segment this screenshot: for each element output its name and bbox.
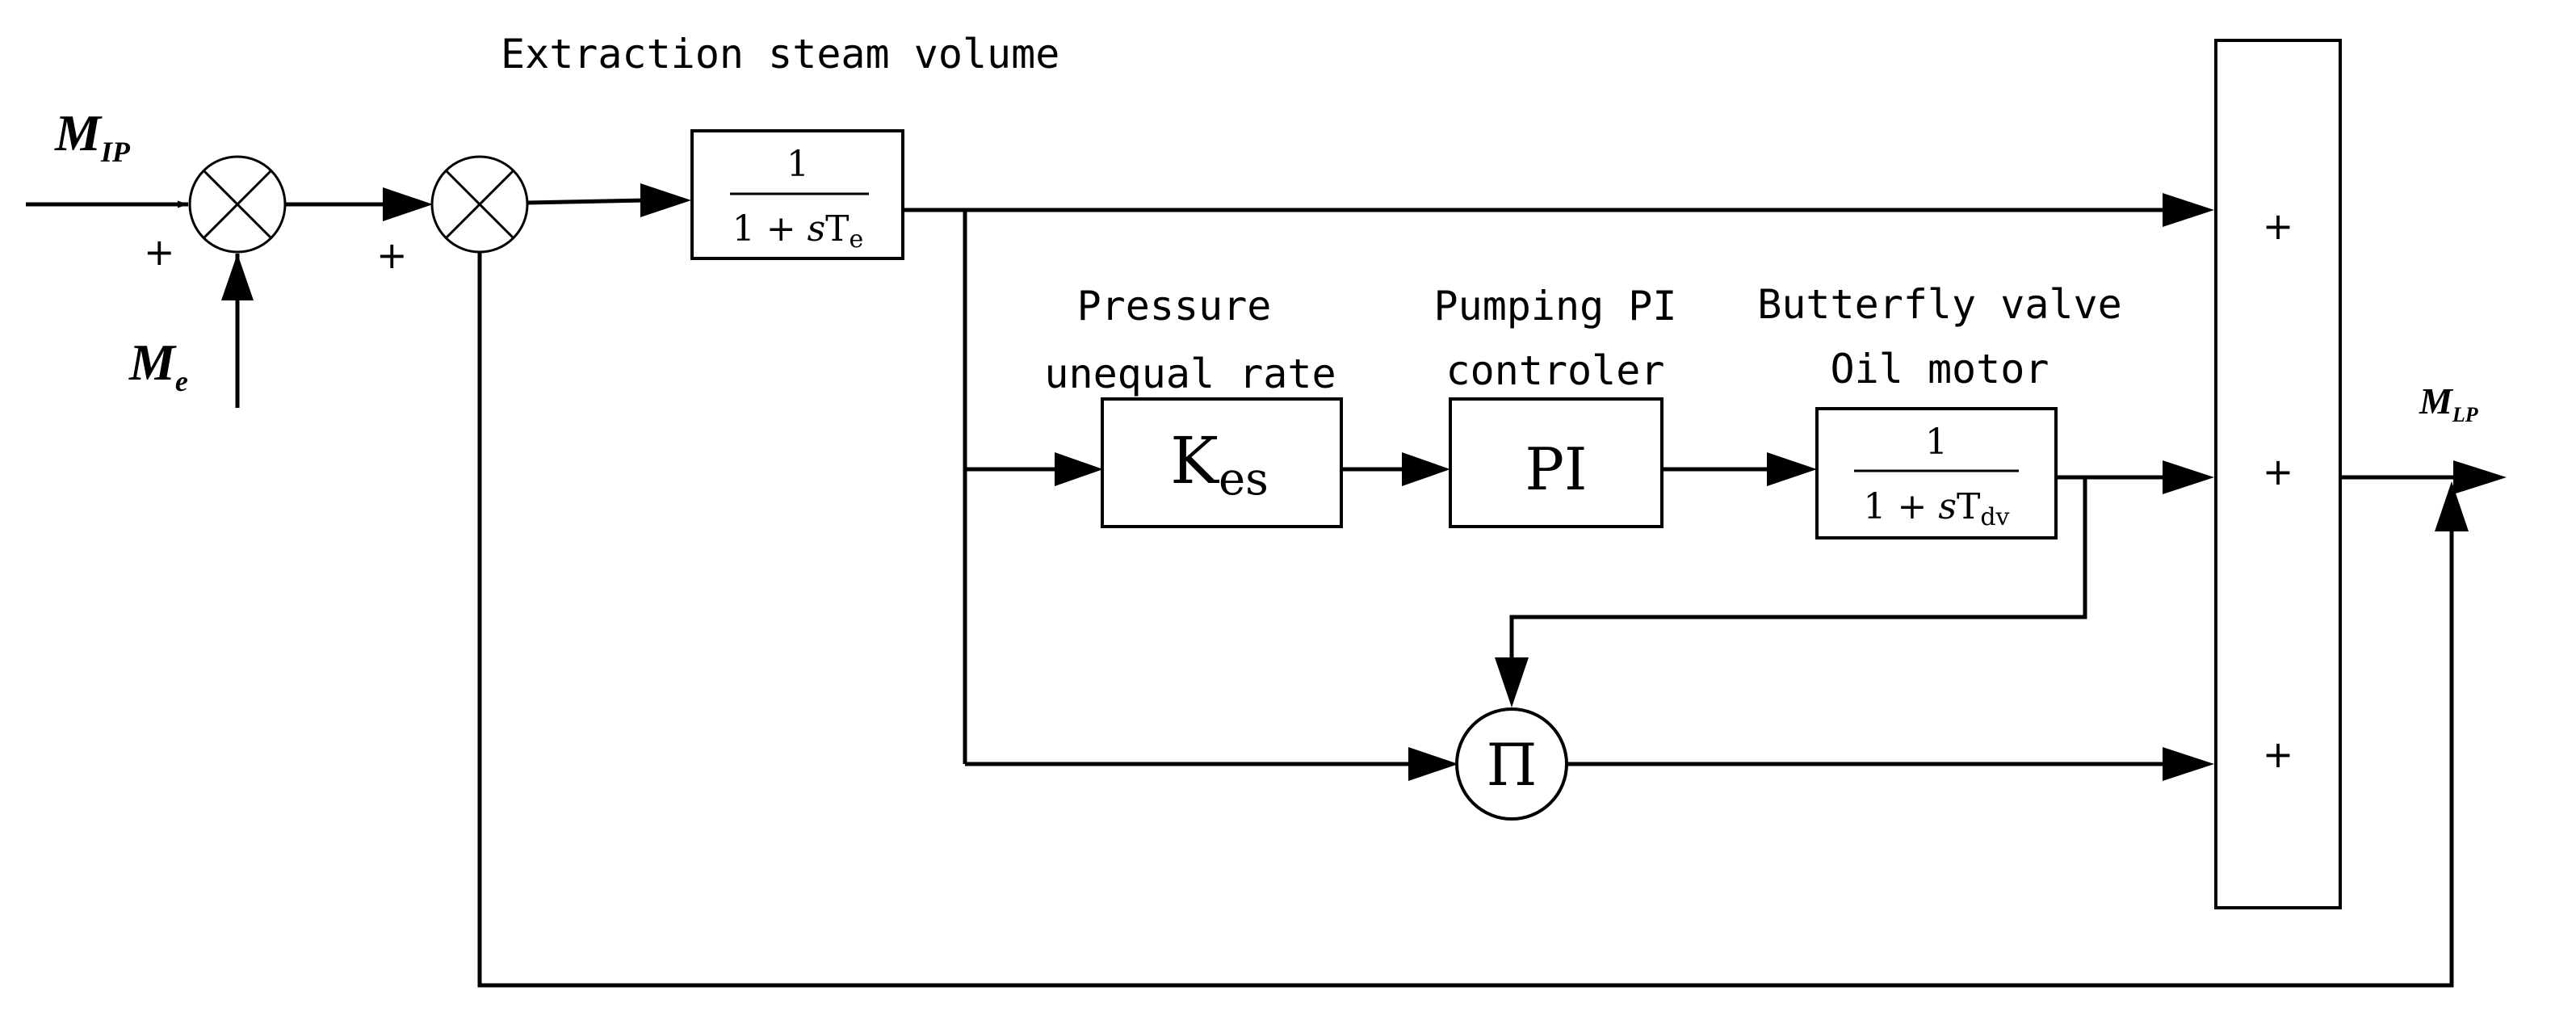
svg-text:1: 1 bbox=[1925, 422, 1948, 463]
tdv-to-adder-arrowhead bbox=[2163, 460, 2214, 494]
extraction-title: Extraction steam volume bbox=[501, 31, 1059, 78]
input-e-label: Me bbox=[128, 334, 188, 397]
te-to-adder-arrowhead bbox=[2163, 193, 2214, 227]
butterfly-label-line2: Oil motor bbox=[1831, 346, 2049, 393]
svg-text:PI: PI bbox=[1525, 435, 1588, 503]
pressure-label-line1: Pressure bbox=[1077, 283, 1272, 330]
pumping-label-line1: Pumping PI bbox=[1433, 283, 1676, 330]
feedback-loop-arrowhead bbox=[2435, 481, 2469, 531]
summing-junction-2 bbox=[430, 155, 529, 254]
adder-plus-middle: + bbox=[2263, 450, 2294, 493]
te-transfer-block: 1 1 + sTe bbox=[690, 129, 904, 260]
summing-junction-1 bbox=[188, 155, 287, 254]
sum2-plus-sign: + bbox=[376, 233, 408, 277]
output-lp-label: MLP bbox=[2419, 380, 2479, 426]
tdv-to-multiplier-line bbox=[1509, 477, 2087, 661]
sum1-plus-sign: + bbox=[144, 230, 175, 274]
butterfly-label-line1: Butterfly valve bbox=[1757, 281, 2122, 328]
pi-to-tdv-arrowhead bbox=[1767, 452, 1817, 486]
svg-text:Π: Π bbox=[1487, 731, 1538, 799]
svg-text:1: 1 bbox=[787, 144, 809, 185]
kes-gain-block: Kes bbox=[1101, 397, 1343, 528]
pressure-label-line2: unequal rate bbox=[1044, 351, 1336, 397]
input-ip-label: MIP bbox=[54, 104, 131, 168]
adder-plus-top: + bbox=[2263, 204, 2294, 248]
multiplier-to-adder-arrowhead bbox=[2163, 747, 2214, 781]
tdv-transfer-block: 1 1 + sTdv bbox=[1815, 407, 2058, 539]
svg-text:1 + sTdv: 1 + sTdv bbox=[1864, 486, 2010, 531]
tdv-to-multiplier-arrowhead bbox=[1495, 657, 1529, 707]
adder-plus-bottom: + bbox=[2263, 733, 2294, 776]
input-e-arrowhead bbox=[221, 254, 254, 300]
branch-to-kes-arrowhead bbox=[1055, 452, 1103, 486]
adder-block bbox=[2214, 39, 2342, 909]
feedback-loop-line bbox=[477, 252, 2454, 988]
svg-text:Kes: Kes bbox=[1170, 423, 1269, 506]
pumping-label-line2: controler bbox=[1446, 347, 1665, 394]
svg-text:1 + sTe: 1 + sTe bbox=[732, 208, 864, 254]
pi-controller-block: PI bbox=[1449, 397, 1663, 528]
branch-to-multiplier-arrowhead bbox=[1408, 747, 1458, 781]
adder-output-arrowhead bbox=[2453, 460, 2507, 494]
kes-to-pi-arrowhead bbox=[1402, 452, 1450, 486]
sum1-to-sum2-arrowhead bbox=[383, 187, 433, 221]
sum2-to-te-line bbox=[527, 198, 647, 205]
sum2-to-te-arrowhead bbox=[640, 183, 691, 217]
multiplier-node: Π bbox=[1455, 707, 1568, 821]
